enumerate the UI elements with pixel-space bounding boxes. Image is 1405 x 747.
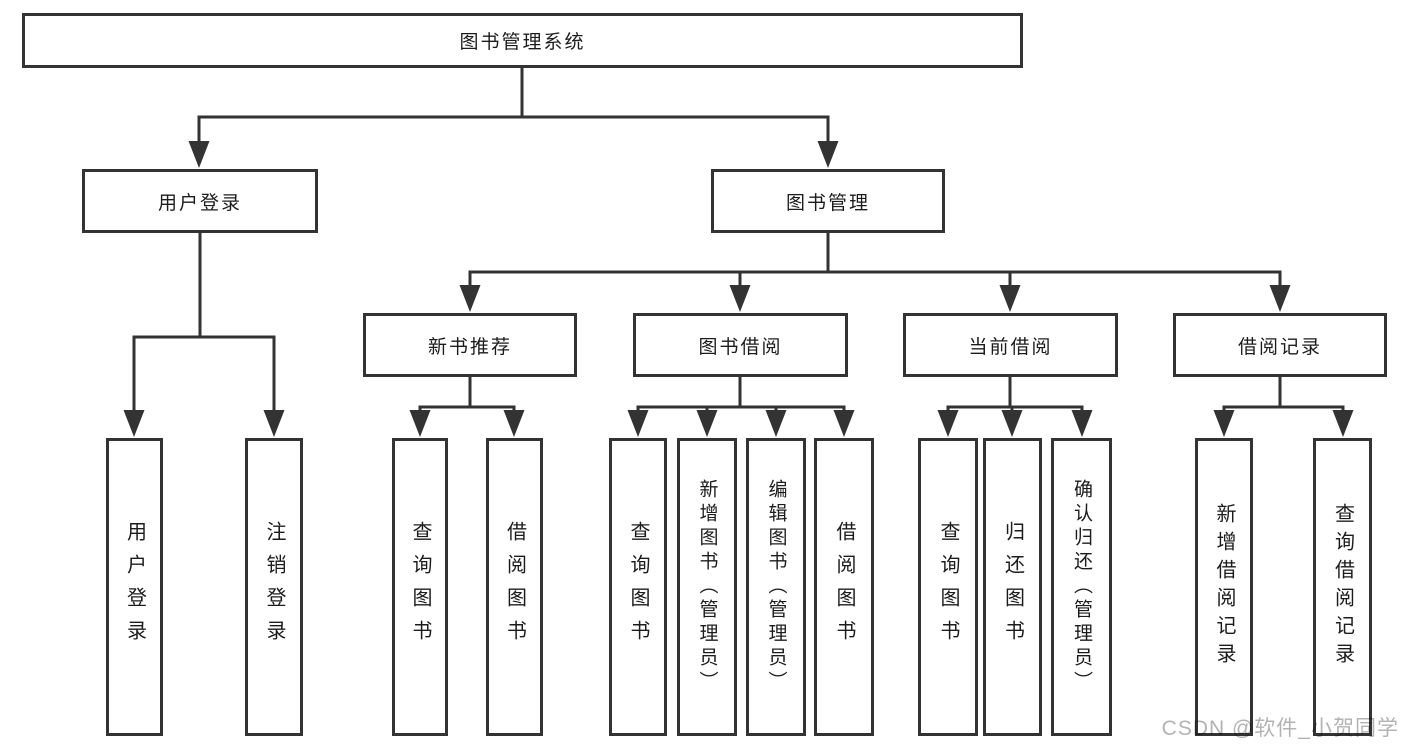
leaf-user-login: 用户登录 — [106, 438, 163, 736]
leaf-cb-return-books-label: 归还图书 — [1001, 521, 1024, 653]
leaf-bb-borrow-books-label: 借阅图书 — [833, 521, 855, 653]
connectors-book-management — [459, 233, 1291, 312]
node-user-login-label: 用户登录 — [157, 192, 242, 214]
leaf-bb-add-books: 新增图书（管理员） — [677, 438, 737, 736]
leaf-br-add-record-label: 新增借阅记录 — [1213, 503, 1235, 671]
leaf-nb-borrow-books: 借阅图书 — [486, 438, 543, 736]
leaf-bb-query-books-label: 查询图书 — [627, 521, 649, 653]
node-root: 图书管理系统 — [22, 13, 1023, 68]
connectors-borrowing-records — [1213, 377, 1354, 437]
leaf-nb-query-books-label: 查询图书 — [409, 521, 431, 653]
leaf-nb-borrow-books-label: 借阅图书 — [503, 521, 526, 653]
node-new-book-recommendation: 新书推荐 — [363, 313, 577, 377]
connectors-book-borrowing — [627, 377, 855, 437]
node-book-borrowing-label: 图书借阅 — [698, 336, 783, 358]
node-root-label: 图书管理系统 — [459, 32, 586, 53]
leaf-logout: 注销登录 — [245, 438, 303, 736]
leaf-bb-edit-books-label: 编辑图书（管理员） — [765, 479, 787, 695]
leaf-cb-confirm-return-label: 确认归还（管理员） — [1071, 479, 1092, 695]
connectors-current-borrowing — [937, 377, 1093, 437]
leaf-user-login-label: 用户登录 — [123, 521, 146, 653]
leaf-bb-query-books: 查询图书 — [609, 438, 667, 736]
connectors-new-book — [409, 377, 525, 437]
node-borrowing-records: 借阅记录 — [1173, 313, 1387, 377]
node-borrowing-records-label: 借阅记录 — [1237, 336, 1322, 358]
node-current-borrowing: 当前借阅 — [903, 313, 1118, 377]
leaf-logout-label: 注销登录 — [263, 521, 285, 653]
leaf-br-query-record-label: 查询借阅记录 — [1331, 503, 1354, 671]
leaf-br-query-record: 查询借阅记录 — [1313, 438, 1372, 736]
leaf-bb-edit-books: 编辑图书（管理员） — [746, 438, 806, 736]
leaf-cb-query-books-label: 查询图书 — [937, 521, 959, 653]
leaf-bb-borrow-books: 借阅图书 — [814, 438, 874, 736]
node-book-management-label: 图书管理 — [785, 192, 870, 214]
node-new-book-recommendation-label: 新书推荐 — [427, 336, 512, 358]
node-user-login: 用户登录 — [82, 169, 318, 233]
watermark: CSDN @软件_小贺同学 — [1161, 717, 1399, 740]
leaf-nb-query-books: 查询图书 — [392, 438, 448, 736]
node-current-borrowing-label: 当前借阅 — [968, 336, 1053, 358]
node-book-management: 图书管理 — [711, 169, 945, 233]
connectors-root — [188, 68, 839, 168]
leaf-cb-query-books: 查询图书 — [918, 438, 978, 736]
leaf-cb-confirm-return: 确认归还（管理员） — [1051, 438, 1112, 736]
connectors-user-login — [123, 233, 285, 437]
leaf-br-add-record: 新增借阅记录 — [1195, 438, 1253, 736]
node-book-borrowing: 图书借阅 — [633, 313, 848, 377]
leaf-bb-add-books-label: 新增图书（管理员） — [696, 479, 718, 695]
leaf-cb-return-books: 归还图书 — [983, 438, 1042, 736]
